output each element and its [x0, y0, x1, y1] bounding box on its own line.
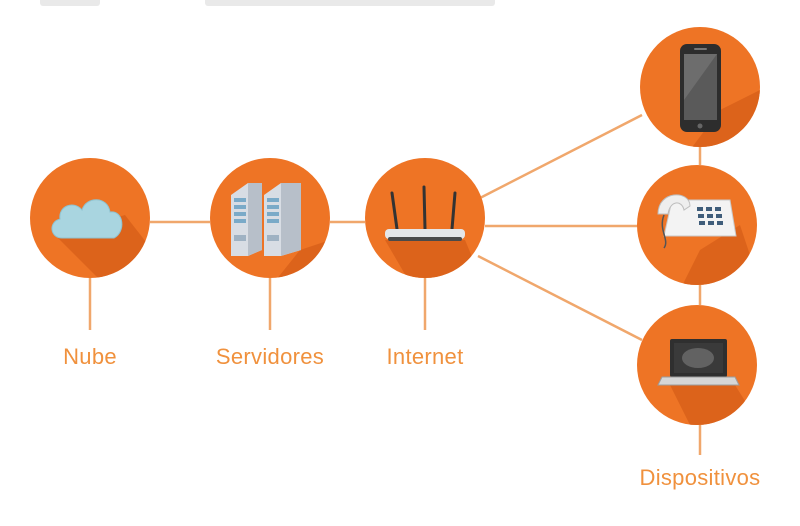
node-servidores	[210, 158, 330, 278]
label-dispositivos: Dispositivos	[639, 465, 761, 490]
node-internet	[365, 158, 485, 278]
node-laptop	[637, 305, 757, 425]
label-internet: Internet	[386, 344, 464, 369]
telephone-icon	[657, 194, 737, 249]
servers-icon	[231, 183, 301, 256]
header-fragment	[40, 0, 100, 6]
label-servidores: Servidores	[215, 344, 325, 369]
node-telephone	[637, 165, 757, 285]
connector-lines	[88, 113, 702, 455]
link-internet-laptop	[477, 254, 643, 342]
node-nube	[30, 158, 150, 278]
label-nube: Nube	[63, 344, 117, 369]
header-fragment	[205, 0, 495, 6]
smartphone-icon	[680, 44, 721, 132]
cloud-icon	[51, 199, 123, 239]
laptop-icon	[657, 339, 740, 386]
link-internet-smartphone	[479, 113, 643, 200]
router-icon	[385, 185, 465, 241]
node-smartphone	[640, 27, 760, 147]
